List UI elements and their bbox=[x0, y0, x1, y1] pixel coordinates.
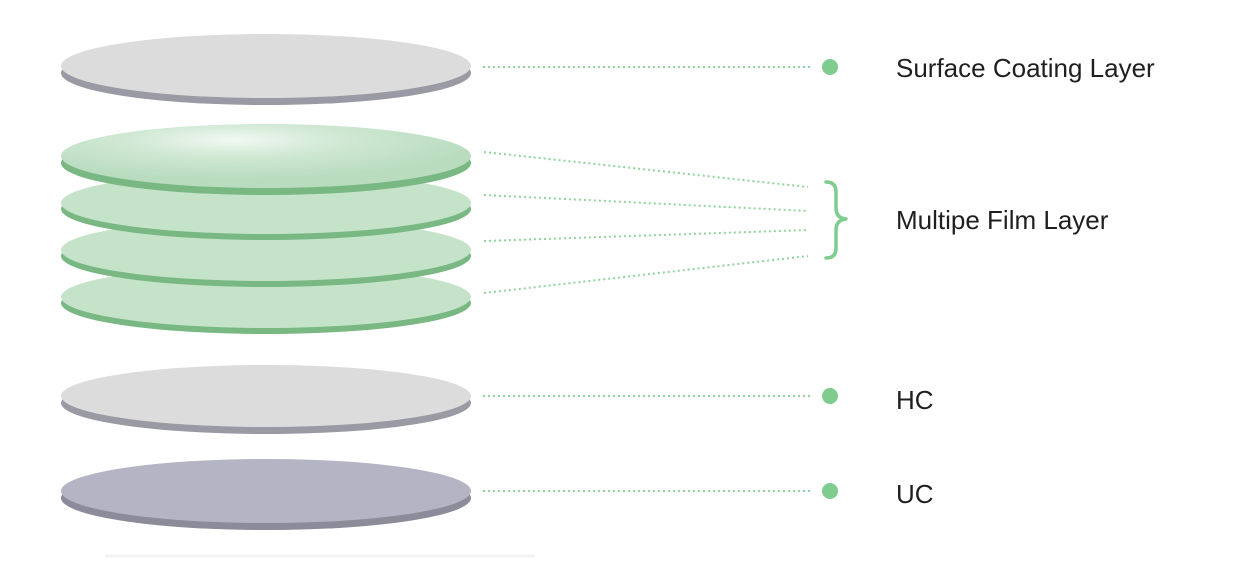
uc-disc bbox=[61, 459, 471, 530]
multiple-film-label: Multipe Film Layer bbox=[896, 205, 1109, 235]
uc-label: UC bbox=[896, 479, 934, 509]
hc-dot-icon bbox=[822, 388, 838, 404]
film-connector-4 bbox=[483, 255, 809, 294]
film-connector-2 bbox=[483, 194, 809, 212]
film-connector-1 bbox=[483, 151, 809, 188]
brace-icon bbox=[824, 180, 848, 260]
film-connector-3 bbox=[483, 229, 809, 242]
connector-lines bbox=[483, 66, 812, 492]
hc-disc bbox=[61, 365, 471, 434]
surface-coating-label: Surface Coating Layer bbox=[896, 53, 1155, 83]
surface-dot-icon bbox=[822, 59, 838, 75]
film-disc-1 bbox=[61, 124, 471, 195]
surface-coating-disc bbox=[61, 34, 471, 105]
uc-dot-icon bbox=[822, 483, 838, 499]
hc-label: HC bbox=[896, 385, 934, 415]
